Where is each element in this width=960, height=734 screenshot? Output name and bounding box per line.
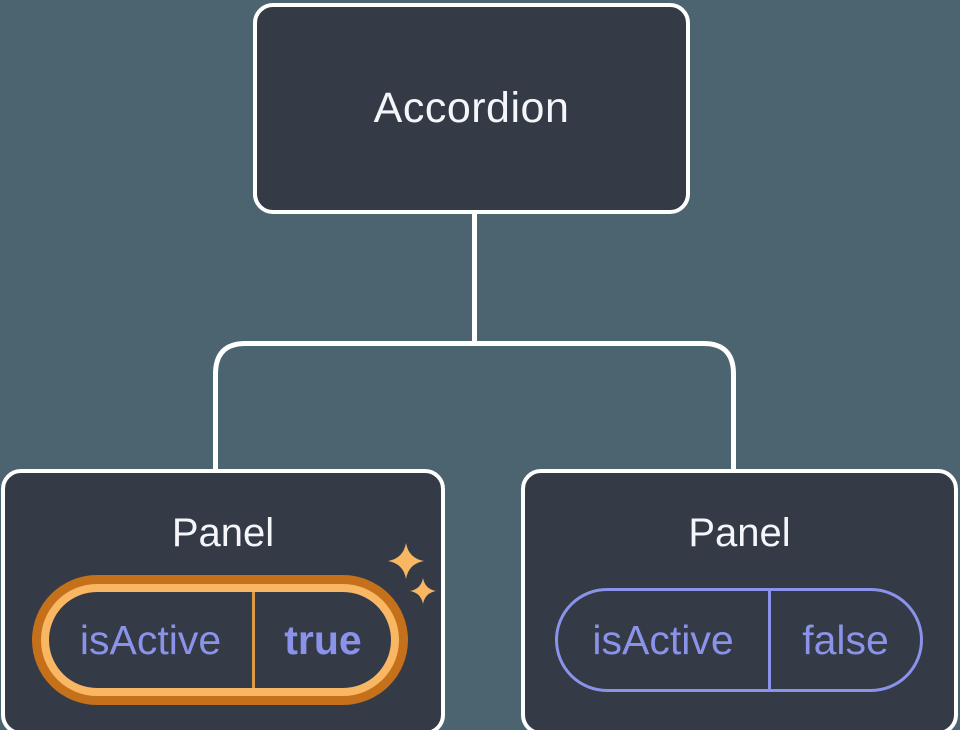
pill-divider xyxy=(252,592,255,688)
sparkle-small xyxy=(410,578,436,604)
state-pill-inactive: isActive false xyxy=(555,588,923,692)
sparkles-icon xyxy=(388,543,436,604)
sparkle-large xyxy=(388,543,424,579)
accordion-node: Accordion xyxy=(253,3,690,214)
state-prop-name: isActive xyxy=(79,616,222,663)
panel-title: Panel xyxy=(171,511,275,555)
panel-node-inactive: Panel isActive false xyxy=(521,469,958,734)
panel-node-active: Panel isActive true xyxy=(1,469,445,734)
state-pill-active: isActive true xyxy=(41,584,399,696)
accordion-node-label: Accordion xyxy=(373,84,570,132)
state-prop-name: isActive xyxy=(592,616,734,663)
pill-divider xyxy=(768,591,771,689)
state-prop-value: true xyxy=(284,616,362,663)
branch-bracket-line xyxy=(213,341,736,470)
panel-title: Panel xyxy=(688,511,791,555)
page-bottom-edge xyxy=(0,730,960,734)
state-prop-value: false xyxy=(802,616,889,663)
